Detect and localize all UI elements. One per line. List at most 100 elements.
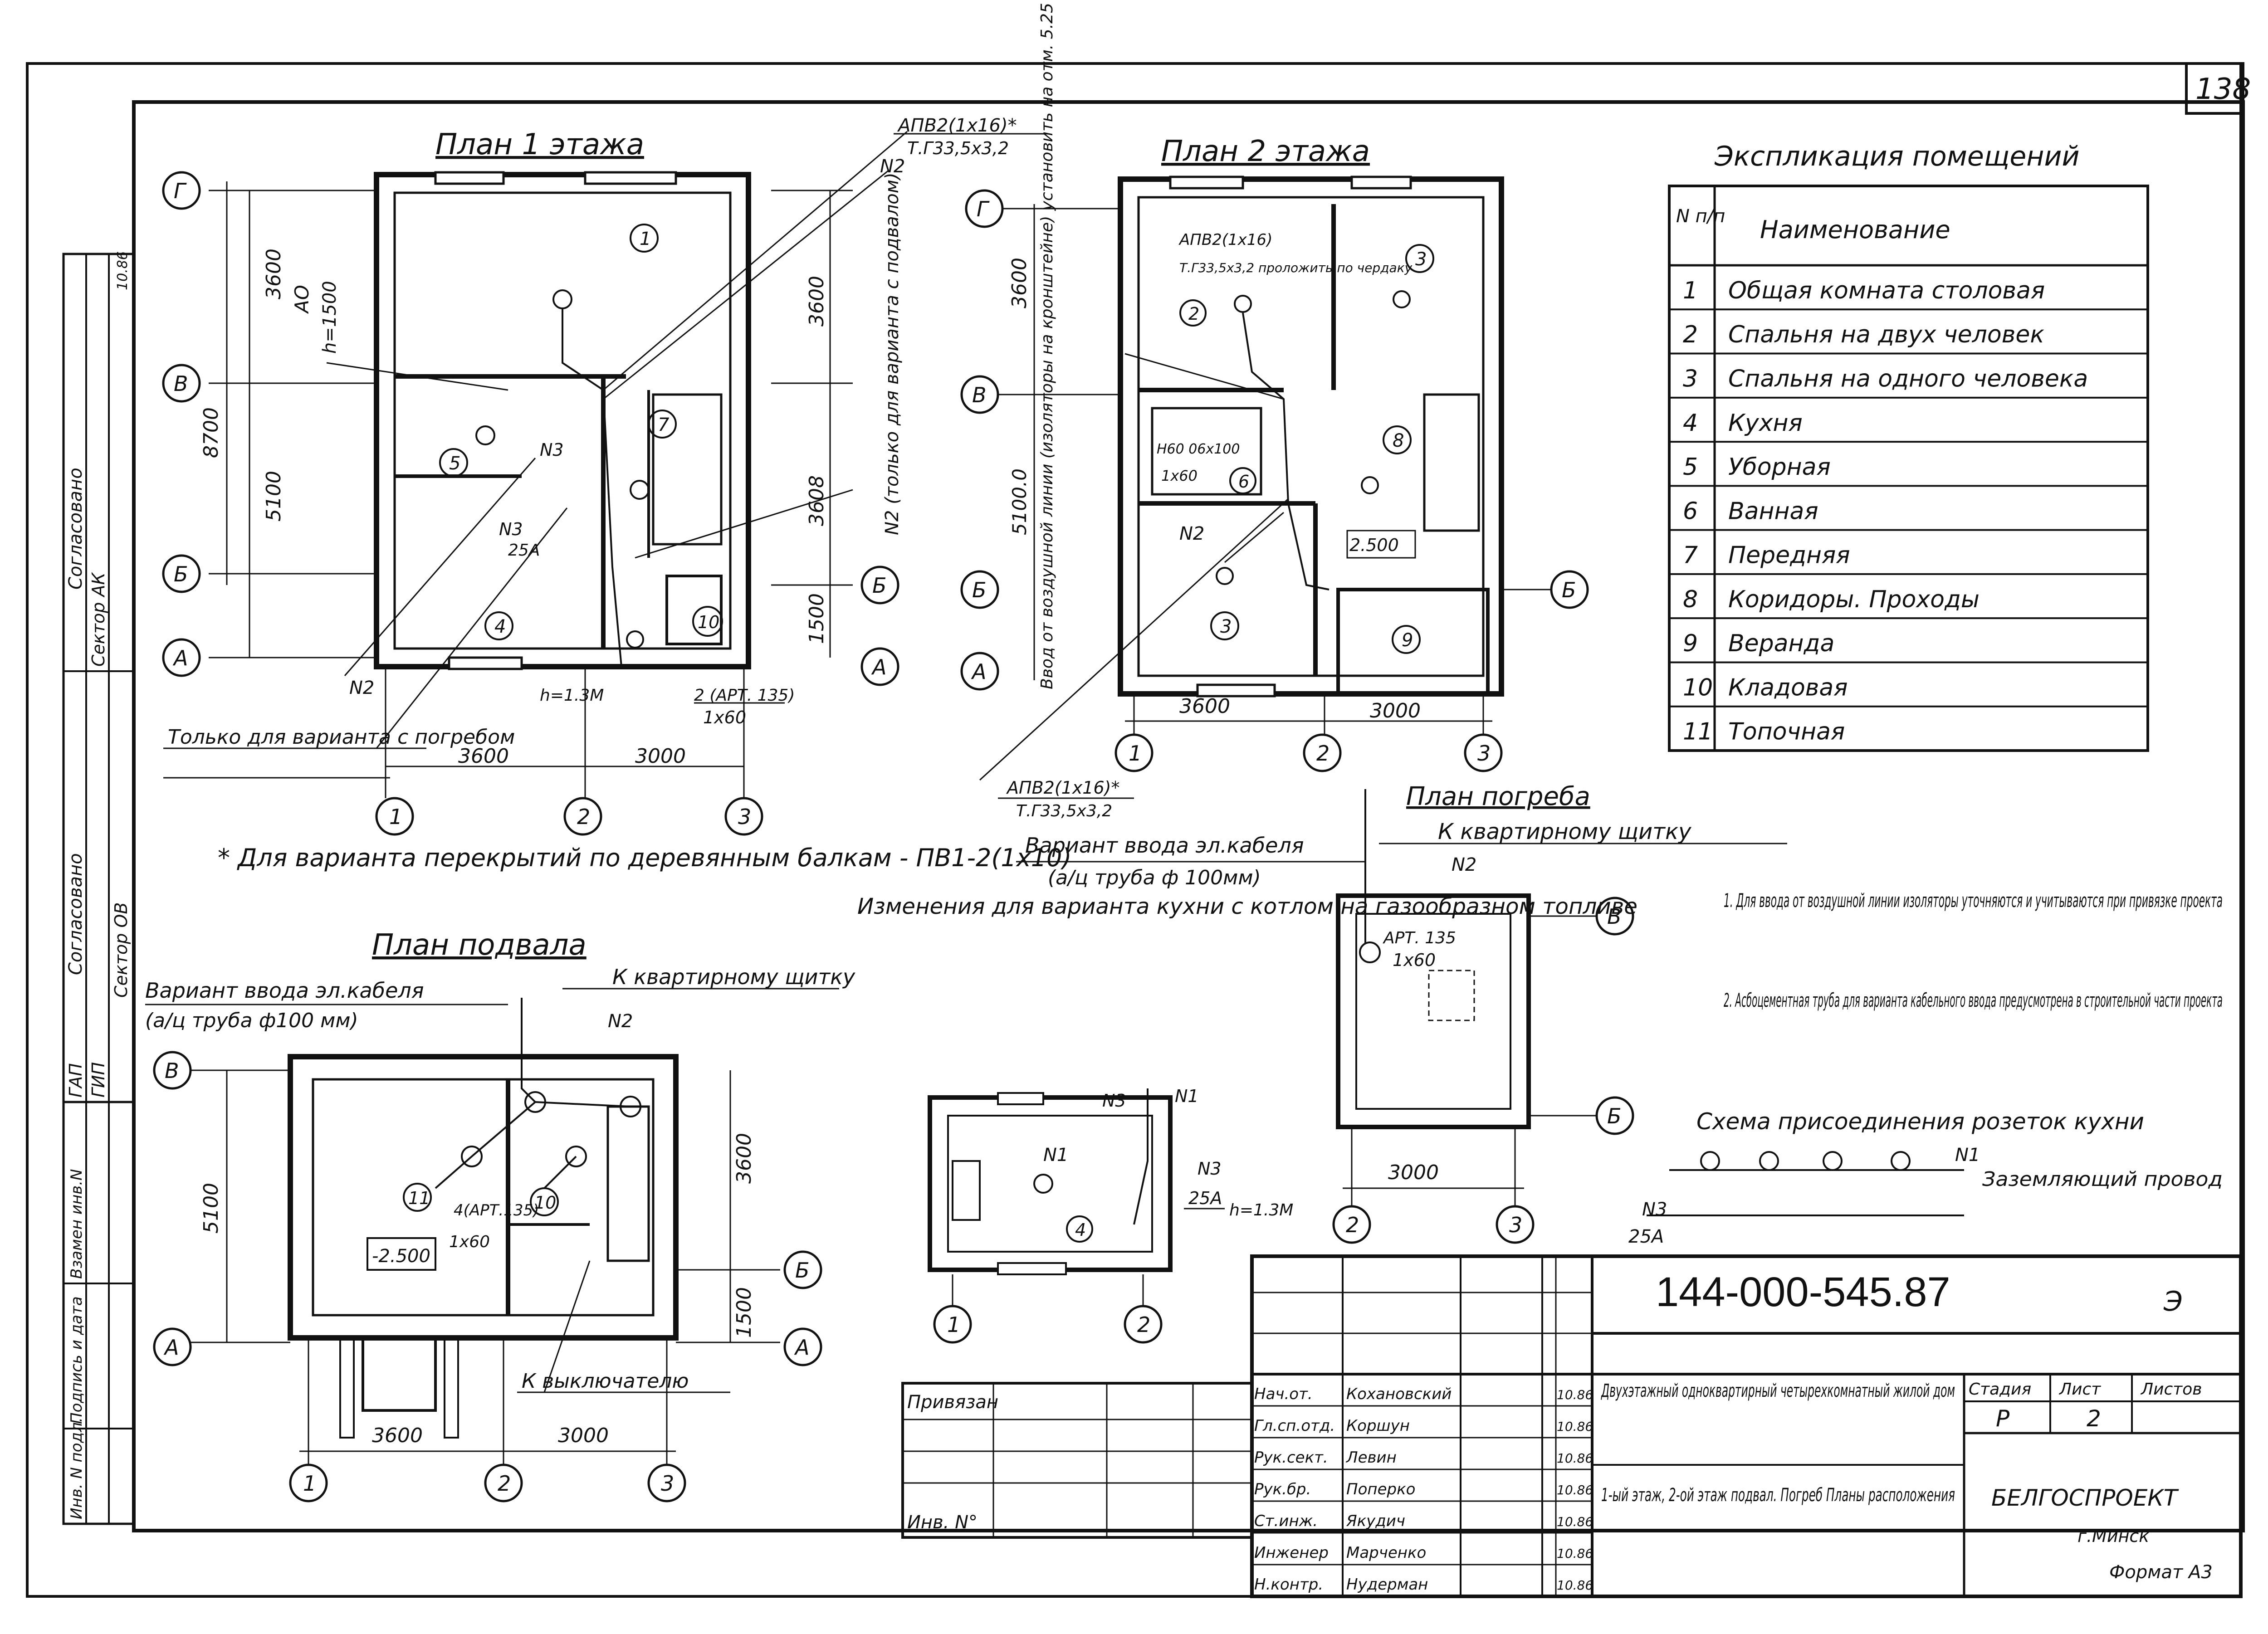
notes: 1. Для ввода от воздушной линии изолятор… <box>1724 889 2223 1011</box>
explication-col-num: N п/п <box>1676 206 1725 227</box>
plan2-lamp: Н60 06х100 <box>1157 441 1240 457</box>
plan1-callout-apv: АПВ2(1х16)* <box>897 115 1017 136</box>
strip-podpis: Подпись и дата <box>68 1296 86 1424</box>
plan-floor-2: План 2 этажа Г В Б А 3600 5100.0 Ввод от… <box>960 3 1589 820</box>
plan2-axis-b-right: Б <box>1562 578 1576 602</box>
basement-to-panel: К квартирному щитку <box>612 965 855 989</box>
plan-cellar: План погреба К квартирному щитку Вариант… <box>1016 782 1787 1244</box>
inv-label: Инв. N° <box>907 1512 978 1533</box>
basement-level: -2.500 <box>372 1246 430 1267</box>
plan2-callout-2: Т.Г33,5х3,2 проложить по чердаку <box>1179 260 1413 275</box>
plan1-ao-label: АО <box>291 285 313 314</box>
stamp-name: Марченко <box>1346 1544 1426 1562</box>
plan1-dim-5100: 5100 <box>262 471 285 522</box>
stamp-date: 10.86 <box>1557 1578 1593 1593</box>
format-label: Формат А3 <box>2109 1562 2213 1583</box>
socket-scheme: Схема присоединения розеток кухни N1 N3 … <box>1628 1108 2223 1247</box>
sheet-number-box <box>2185 62 2244 115</box>
explication-row-number: 6 <box>1683 498 1698 525</box>
explication-row-number: 7 <box>1683 542 1698 569</box>
stamp-org: БЕЛГОСПРОЕКТ <box>1991 1485 2179 1511</box>
explication-row-number: 3 <box>1683 366 1698 393</box>
basement-room-10: 10 <box>534 1193 556 1213</box>
note-1: 1. Для ввода от воздушной линии изолятор… <box>1724 889 2223 912</box>
outer-frame <box>26 62 2242 1598</box>
stamp-role: Гл.сп.отд. <box>1254 1417 1335 1435</box>
stamp-name: Поперко <box>1346 1480 1415 1498</box>
plan1-axis-b-right: Б <box>872 573 887 598</box>
basement-n2: N2 <box>608 1011 633 1032</box>
kitchen-a25: 25А <box>1188 1188 1222 1208</box>
plan1-dim-3600: 3600 <box>262 249 285 299</box>
explication-row-number: 9 <box>1683 630 1698 657</box>
socket-title: Схема присоединения розеток кухни <box>1696 1108 2144 1135</box>
basement-dim-right-3600: 3600 <box>733 1133 756 1184</box>
plan1-axis-3: 3 <box>738 805 751 829</box>
plan2-callout: АПВ2(1х16) <box>1178 231 1272 249</box>
plan1-n2-bottom: N2 <box>349 678 374 698</box>
socket-symbols <box>1700 1151 1911 1171</box>
stamp-name: Кохановский <box>1346 1385 1452 1403</box>
explication-row-number: 11 <box>1683 718 1713 746</box>
kitchen-n3-top: N3 <box>1102 1091 1126 1111</box>
basement-axis-3: 3 <box>661 1471 674 1496</box>
plan1-h13m: h=1.3М <box>540 686 604 705</box>
stamp-stage-label: Стадия <box>1969 1380 2031 1399</box>
basement-dim-right-1500: 1500 <box>733 1287 756 1338</box>
stamp-date: 10.86 <box>1557 1419 1593 1434</box>
stamp-role: Рук.бр. <box>1254 1480 1311 1498</box>
explication-row-number: 4 <box>1683 410 1698 437</box>
plan1-n3-a: N3 <box>540 440 564 460</box>
plan1-callout-tube: Т.Г33,5х3,2 <box>907 138 1009 158</box>
cellar-axis-2: 2 <box>1346 1213 1359 1237</box>
plan2-dim-bottom-3000: 3000 <box>1370 699 1421 722</box>
plan1-room-1: 1 <box>640 229 651 249</box>
stamp-date: 10.86 <box>1557 1483 1593 1497</box>
explication-row-name: Кухня <box>1728 410 1803 437</box>
plan1-axis-a: А <box>172 646 188 670</box>
stamp-project-title: Двухэтажный одноквартирный четырехкомнат… <box>1601 1380 1955 1401</box>
socket-n3: N3 <box>1642 1199 1667 1220</box>
strip-soglasovano: Согласовано <box>65 468 86 590</box>
explication-row-name: Веранда <box>1728 630 1834 657</box>
plan1-room-5: 5 <box>449 453 460 474</box>
strip-soglasovano-2: Согласовано <box>65 853 86 975</box>
plan1-apt: 2 (АРТ. 135) <box>694 686 795 705</box>
strip-date: 10.86 <box>115 251 131 290</box>
explication-row-number: 5 <box>1683 454 1698 481</box>
plan1-n2-top: N2 <box>880 156 905 177</box>
stamp-sheet-label: Лист <box>2058 1380 2101 1399</box>
explication-row-name: Уборная <box>1728 454 1831 481</box>
strip-sector-ak: Сектор АК <box>88 572 108 667</box>
plan-floor-1: План 1 этажа Г В Б А 3600 5100 8700 <box>162 115 1048 836</box>
plan2-title: План 2 этажа <box>1161 135 1370 168</box>
plan2-room-6: 6 <box>1238 472 1249 492</box>
plan-basement: План подвала Вариант ввода эл.кабеля (а/… <box>145 928 855 1502</box>
plan2-n2: N2 <box>1179 523 1204 544</box>
stamp-name: Левин <box>1345 1449 1397 1467</box>
plan2-room-2: 2 <box>1188 304 1199 324</box>
cellar-variant-2: (а/ц труба ф 100мм) <box>1048 866 1261 889</box>
plan1-title: План 1 этажа <box>435 128 644 161</box>
kitchen-axis-1: 1 <box>947 1312 960 1337</box>
plan2-axis-2: 2 <box>1316 741 1330 766</box>
strip-gap: ГАП <box>66 1063 86 1097</box>
strip-inv-podl: Инв. N подл. <box>68 1417 86 1519</box>
explication-row-number: 1 <box>1683 277 1698 304</box>
plan1-dim-bottom-3000: 3000 <box>635 745 686 768</box>
kitchen-axis-2: 2 <box>1137 1312 1150 1337</box>
basement-axis-b-right: Б <box>795 1258 810 1283</box>
stamp-name: Коршун <box>1346 1417 1410 1435</box>
kitchen-n1-right: N1 <box>1175 1086 1199 1106</box>
privyazan-label: Привязан <box>907 1392 998 1413</box>
plan2-mark-2500: 2.500 <box>1349 535 1399 555</box>
stamp-date: 10.86 <box>1557 1451 1593 1466</box>
plan1-n3-b: N3 <box>499 519 523 539</box>
kitchen-h13m: h=1.3М <box>1229 1201 1293 1219</box>
plan1-axis-a-right: А <box>871 655 886 679</box>
basement-dim-bottom-3000: 3000 <box>558 1424 609 1447</box>
basement-to-switch: К выключателю <box>522 1370 689 1393</box>
explication-table: Экспликация помещений N п/п Наименование… <box>1668 141 2149 752</box>
plan1-a25: 25А <box>508 541 540 560</box>
